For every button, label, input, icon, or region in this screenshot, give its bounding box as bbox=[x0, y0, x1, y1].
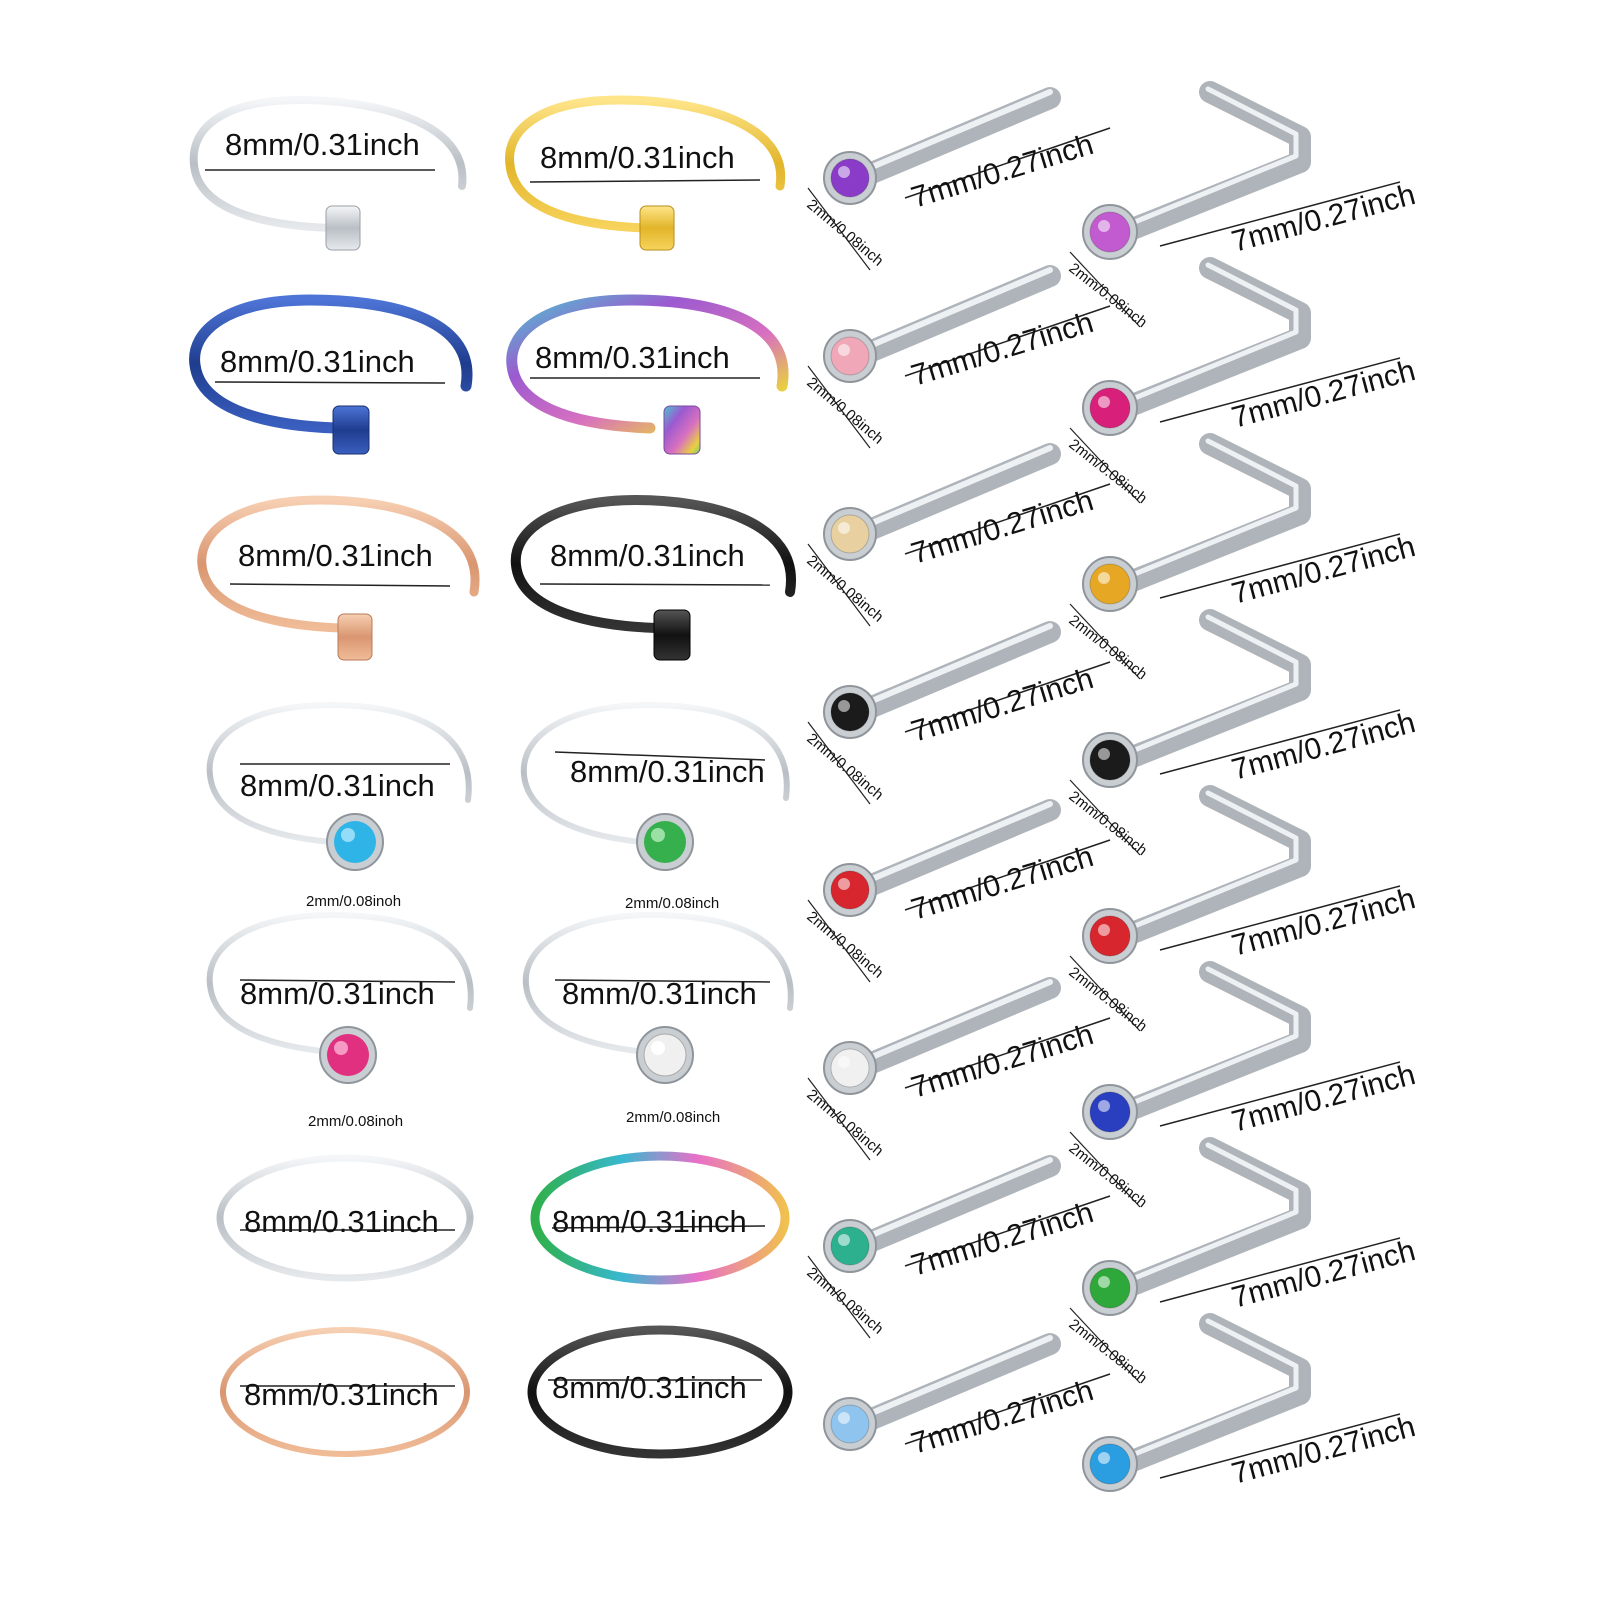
hoop-rose-gold-flat-end: 8mm/0.31inch bbox=[197, 495, 480, 661]
gem-size-label: 2mm/0.08inch bbox=[625, 895, 719, 912]
gem bbox=[830, 692, 870, 732]
gem-size-label: 2mm/0.08inoh bbox=[308, 1113, 403, 1130]
gem bbox=[1089, 211, 1131, 253]
hoop-silver-green-gem: 8mm/0.31inch 2mm/0.08inch bbox=[520, 701, 790, 912]
gem bbox=[1089, 1443, 1131, 1485]
gem bbox=[1089, 1091, 1131, 1133]
gem-size-label: 2mm/0.08inch bbox=[803, 196, 886, 270]
hoop-size-label: 8mm/0.31inch bbox=[552, 1204, 747, 1239]
l-shaped-nose-stud: 7mm/0.27inch bbox=[1082, 1313, 1419, 1492]
gem bbox=[830, 336, 870, 376]
hoop-size-label: 8mm/0.31inch bbox=[570, 754, 765, 789]
hoop-silver-aqua-gem: 8mm/0.31inch 2mm/0.08inoh bbox=[206, 701, 472, 910]
gem-size-label: 2mm/0.08inch bbox=[803, 1264, 886, 1338]
gem-size-label: 2mm/0.08inch bbox=[803, 730, 886, 804]
gem bbox=[830, 514, 870, 554]
hoop-size-label: 8mm/0.31inch bbox=[550, 538, 745, 573]
gem bbox=[1089, 387, 1131, 429]
hoop-black-flat-end: 8mm/0.31inch bbox=[510, 494, 797, 661]
gem-size-label: 2mm/0.08inch bbox=[803, 374, 886, 448]
gem bbox=[1089, 915, 1131, 957]
hoop-silver-clear-gem: 8mm/0.31inch 2mm/0.08inch bbox=[522, 911, 794, 1126]
gem bbox=[830, 870, 870, 910]
hoop-size-label: 8mm/0.31inch bbox=[244, 1377, 439, 1412]
hoop-size-label: 8mm/0.31inch bbox=[244, 1204, 439, 1239]
hoop-size-label: 8mm/0.31inch bbox=[562, 976, 757, 1011]
ring-silver-seamless: 8mm/0.31inch bbox=[216, 1154, 474, 1282]
hoop-size-label: 8mm/0.31inch bbox=[240, 768, 435, 803]
gem bbox=[830, 1404, 870, 1444]
gem-size-label: 2mm/0.08inoh bbox=[306, 893, 401, 910]
gem bbox=[830, 158, 870, 198]
hoop-size-label: 8mm/0.31inch bbox=[225, 127, 420, 162]
hoop-size-label: 8mm/0.31inch bbox=[552, 1370, 747, 1405]
hoop-blue-flat-end: 8mm/0.31inch bbox=[189, 294, 473, 455]
gem-size-label: 2mm/0.08inch bbox=[803, 908, 886, 982]
l-shaped-stud-column: 7mm/0.27inch2mm/0.08inch7mm/0.27inch2mm/… bbox=[1066, 81, 1419, 1492]
gem bbox=[830, 1048, 870, 1088]
hoop-size-label: 8mm/0.31inch bbox=[238, 538, 433, 573]
gem bbox=[1089, 739, 1131, 781]
gem-size-label: 2mm/0.08inch bbox=[803, 1086, 886, 1160]
hoop-size-label: 8mm/0.31inch bbox=[540, 140, 735, 175]
hoop-size-label: 8mm/0.31inch bbox=[220, 344, 415, 379]
hoop-gold-flat-end: 8mm/0.31inch bbox=[505, 95, 786, 251]
straight-nose-stud: 7mm/0.27inch bbox=[823, 1333, 1111, 1461]
straight-stud-column: 7mm/0.27inch2mm/0.08inch7mm/0.27inch2mm/… bbox=[803, 87, 1111, 1461]
hoop-silver-pink-gem: 8mm/0.31inch 2mm/0.08inoh bbox=[206, 911, 474, 1130]
hoop-rainbow-flat-end: 8mm/0.31inch bbox=[506, 294, 789, 455]
ring-rose-gold-seamless: 8mm/0.31inch bbox=[220, 1327, 470, 1457]
ring-rainbow-seamless: 8mm/0.31inch bbox=[530, 1151, 790, 1285]
gem bbox=[1089, 563, 1131, 605]
hoop-silver-flat-end: 8mm/0.31inch bbox=[189, 95, 467, 251]
hoop-size-label: 8mm/0.31inch bbox=[535, 340, 730, 375]
gem bbox=[830, 1226, 870, 1266]
gem bbox=[1089, 1267, 1131, 1309]
hoop-size-label: 8mm/0.31inch bbox=[240, 976, 435, 1011]
gem-size-label: 2mm/0.08inch bbox=[803, 552, 886, 626]
gem-size-label: 2mm/0.08inch bbox=[626, 1109, 720, 1126]
ring-black-seamless: 8mm/0.31inch bbox=[527, 1325, 793, 1459]
